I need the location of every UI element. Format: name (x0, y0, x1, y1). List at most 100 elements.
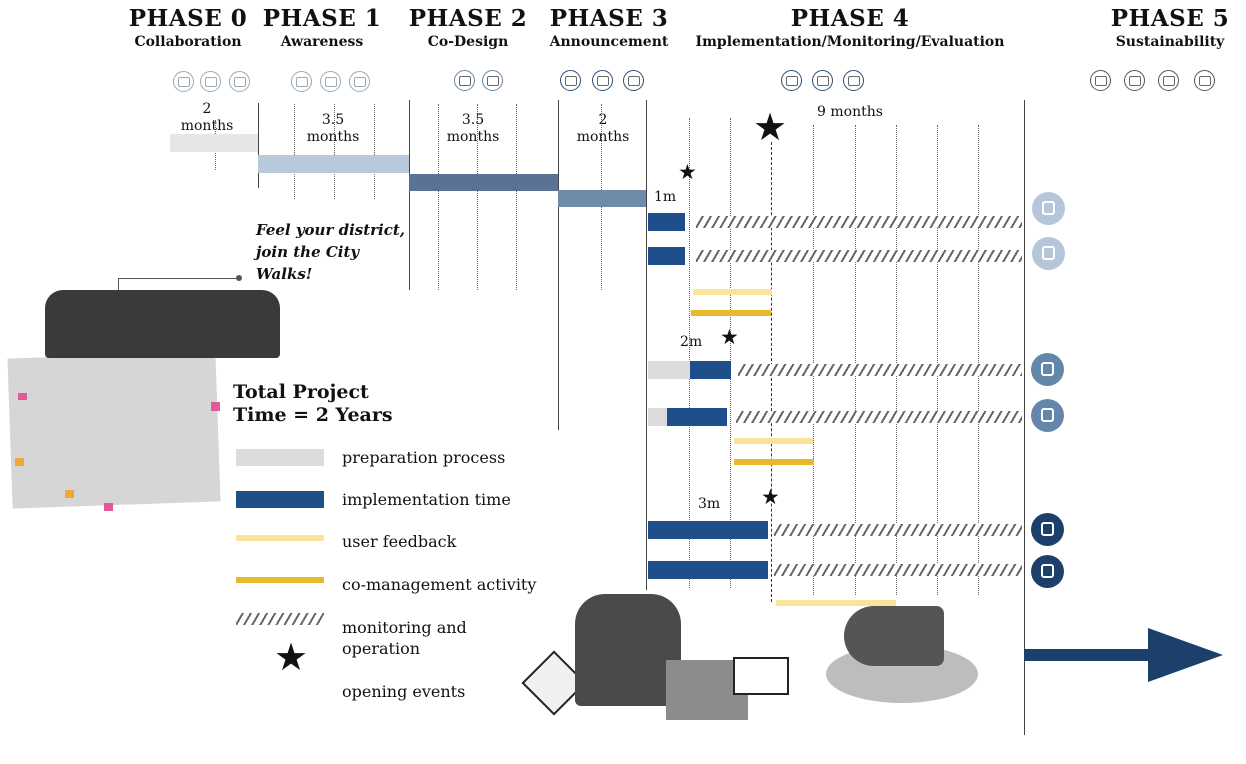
legend-label-preparation: preparation process (342, 448, 506, 467)
phase-2-duration: 3.5 months (446, 112, 500, 145)
opening-event-star: ★ (678, 160, 697, 184)
legend-label-co-management: co-management activity (342, 575, 537, 594)
month-gridline (978, 125, 979, 595)
sticky-note (18, 393, 27, 400)
phase-divider (409, 100, 410, 290)
sticky-note (65, 490, 74, 498)
month-gridline (896, 125, 897, 595)
legend-swatch-implementation (236, 491, 324, 508)
implementation-bar (648, 213, 685, 231)
user-feedback-bar (693, 289, 772, 295)
phase-3-title: PHASE 3 (549, 5, 669, 32)
arrows-in-icon (1031, 399, 1064, 432)
sustainability-arrow-head (1148, 628, 1223, 682)
opening-event-star: ★ (753, 105, 788, 149)
phase-2-subtitle: Co-Design (427, 34, 509, 50)
sticky-note (211, 402, 220, 411)
chart-icon (1124, 70, 1145, 91)
milestone-1m: 1m (654, 189, 677, 205)
share-icon (320, 71, 341, 92)
city-walks-callout: Feel your district, join the City Walks! (256, 221, 406, 283)
workers-icon (1031, 353, 1064, 386)
phase-divider (258, 103, 259, 188)
month-gridline (438, 104, 439, 290)
phase-4-duration: 9 months (817, 104, 883, 120)
legend-label-user-feedback: user feedback (342, 532, 457, 551)
sticky-note (15, 458, 24, 466)
month-gridline (730, 118, 731, 588)
people-network-icon (291, 71, 312, 92)
legend-swatch-preparation (236, 449, 324, 466)
milestone-2m: 2m (680, 334, 703, 350)
month-gridline (689, 118, 690, 588)
monitoring-hatch (774, 524, 1022, 536)
monitoring-hatch (696, 250, 1022, 262)
legend-label-monitoring: monitoring and operation (342, 618, 467, 658)
legend-swatch-co-management (236, 577, 324, 583)
painter-person-photo (844, 606, 944, 666)
opening-event-star: ★ (761, 485, 780, 509)
document-icon (349, 71, 370, 92)
bicycle-icon (1031, 513, 1064, 546)
phase-0-bar (170, 134, 258, 152)
month-gridline (374, 104, 375, 199)
devices-icon (1031, 555, 1064, 588)
implementation-bar (667, 408, 727, 426)
phase-3-subtitle: Announcement (549, 34, 669, 50)
implementation-bar (690, 361, 731, 379)
legend-swatch-monitoring (236, 613, 324, 625)
implementation-bar (648, 561, 768, 579)
newspaper-icon (560, 70, 581, 91)
handshake-icon (454, 70, 475, 91)
implementation-bar (648, 521, 768, 539)
phase-3-duration: 2 months (576, 112, 630, 145)
walking-people-photo (45, 290, 280, 358)
monitoring-hatch (736, 411, 1022, 423)
callout-leader-line (118, 278, 240, 279)
sustainability-arrow-shaft (1024, 649, 1164, 661)
phase-divider (646, 100, 647, 590)
handshake-icon (173, 71, 194, 92)
phase-5-subtitle: Sustainability (1115, 34, 1225, 50)
phase-0-title: PHASE 0 (128, 5, 248, 32)
phase-3-bar (558, 190, 646, 207)
legend-star-icon: ★ (274, 635, 309, 679)
phase-1-title: PHASE 1 (262, 5, 382, 32)
sticky-note (104, 503, 113, 511)
handshake-icon (1194, 70, 1215, 91)
phase-1-bar (258, 155, 409, 173)
document-icon (1158, 70, 1179, 91)
month-gridline (516, 104, 517, 290)
phase-4-title: PHASE 4 (790, 5, 910, 32)
presentation-icon (482, 70, 503, 91)
workshop-icon (229, 71, 250, 92)
phase-0-duration: 2 months (180, 101, 234, 134)
chart-icon (843, 70, 864, 91)
family-icon (1032, 192, 1065, 225)
user-feedback-bar (734, 438, 813, 444)
preparation-bar (648, 361, 690, 379)
phase-4-subtitle: Implementation/Monitoring/Evaluation (695, 34, 1005, 50)
user-feedback-bar (776, 600, 896, 606)
children-icon (1032, 237, 1065, 270)
month-gridline (334, 104, 335, 199)
phase-1-subtitle: Awareness (280, 34, 364, 50)
month-gridline (294, 104, 295, 199)
workers-planting-photo (575, 594, 681, 706)
callout-dot (236, 275, 242, 281)
megaphone-icon (592, 70, 613, 91)
road-closed-sign (733, 657, 789, 695)
monitoring-hatch (738, 364, 1022, 376)
total-project-time: Total Project Time = 2 Years (233, 381, 393, 426)
opening-event-star: ★ (720, 325, 739, 349)
legend-swatch-user-feedback (236, 535, 324, 541)
city-map-photo (7, 351, 221, 509)
presentation-icon (1090, 70, 1111, 91)
month-gridline (477, 104, 478, 290)
month-gridline (855, 125, 856, 595)
phase-divider (1024, 100, 1025, 735)
legend-label-opening-events: opening events (342, 682, 466, 701)
implementation-bar (648, 247, 685, 265)
legend-label-implementation: implementation time (342, 490, 511, 509)
co-management-bar (691, 310, 771, 316)
